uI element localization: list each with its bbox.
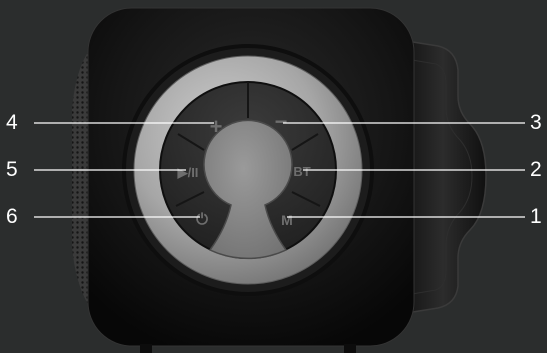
- callout-5: 5: [6, 159, 18, 180]
- volume-up-button[interactable]: +: [210, 114, 223, 139]
- callout-2: 2: [530, 159, 542, 180]
- mode-button[interactable]: M: [281, 212, 293, 228]
- callout-6: 6: [6, 206, 18, 227]
- play-pause-button[interactable]: ▶/II: [177, 165, 199, 180]
- bluetooth-button[interactable]: BT: [293, 164, 310, 179]
- volume-down-button[interactable]: −: [275, 109, 288, 134]
- callout-4: 4: [6, 112, 18, 133]
- callout-3: 3: [530, 112, 542, 133]
- power-button[interactable]: ⏻: [196, 211, 208, 228]
- callout-1: 1: [530, 206, 542, 227]
- center-keyhole: [204, 120, 292, 258]
